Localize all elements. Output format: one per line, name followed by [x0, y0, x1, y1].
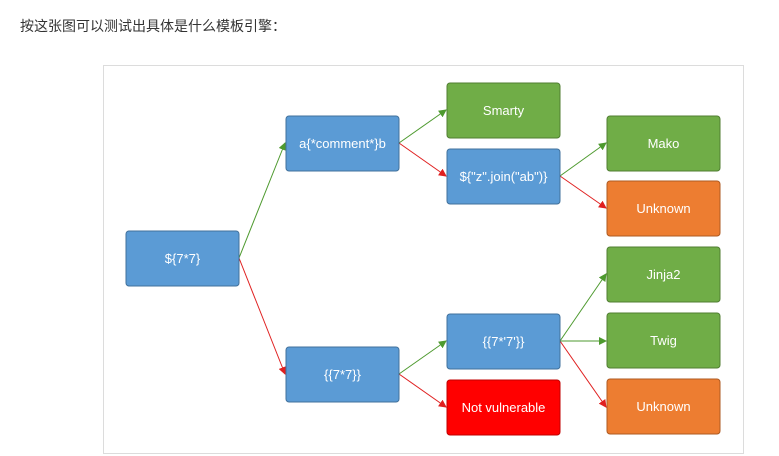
edge-string-mult-to-jinja2	[559, 273, 607, 342]
node-double-brace: {{7*7}}	[285, 346, 400, 403]
node-twig-label: Twig	[650, 333, 677, 348]
edge-comment-to-smarty	[398, 109, 447, 144]
node-mako: Mako	[606, 115, 721, 172]
node-string-mult-label: {{7*'7'}}	[483, 334, 526, 349]
node-smarty: Smarty	[446, 82, 561, 139]
node-unknown-top: Unknown	[606, 180, 721, 237]
edge-double-brace-to-string-mult	[398, 340, 447, 375]
node-comment-label: a{*comment*}b	[299, 136, 386, 151]
edge-string-mult-to-unknown-bottom	[559, 340, 607, 408]
node-not-vulnerable-label: Not vulnerable	[462, 400, 546, 415]
node-unknown-bottom-label: Unknown	[636, 399, 690, 414]
node-not-vulnerable: Not vulnerable	[446, 379, 561, 436]
node-double-brace-label: {{7*7}}	[324, 367, 362, 382]
node-unknown-top-label: Unknown	[636, 201, 690, 216]
edge-double-brace-to-not-vulnerable	[398, 373, 447, 408]
edge-join-to-mako	[559, 142, 607, 177]
node-jinja2: Jinja2	[606, 246, 721, 303]
edge-join-to-unknown-top	[559, 175, 607, 209]
node-root: ${7*7}	[125, 230, 240, 287]
edge-comment-to-join	[398, 142, 447, 177]
node-jinja2-label: Jinja2	[647, 267, 681, 282]
node-root-label: ${7*7}	[165, 251, 201, 266]
node-mako-label: Mako	[648, 136, 680, 151]
edge-root-to-comment	[238, 142, 287, 259]
node-join: ${"z".join("ab")}	[446, 148, 561, 205]
node-smarty-label: Smarty	[483, 103, 525, 118]
node-join-label: ${"z".join("ab")}	[460, 169, 548, 184]
intro-text: 按这张图可以测试出具体是什么模板引擎：	[20, 19, 286, 35]
node-unknown-bottom: Unknown	[606, 378, 721, 435]
node-string-mult: {{7*'7'}}	[446, 313, 561, 370]
node-twig: Twig	[606, 312, 721, 369]
node-comment: a{*comment*}b	[285, 115, 400, 172]
edge-root-to-double-brace	[238, 257, 287, 375]
